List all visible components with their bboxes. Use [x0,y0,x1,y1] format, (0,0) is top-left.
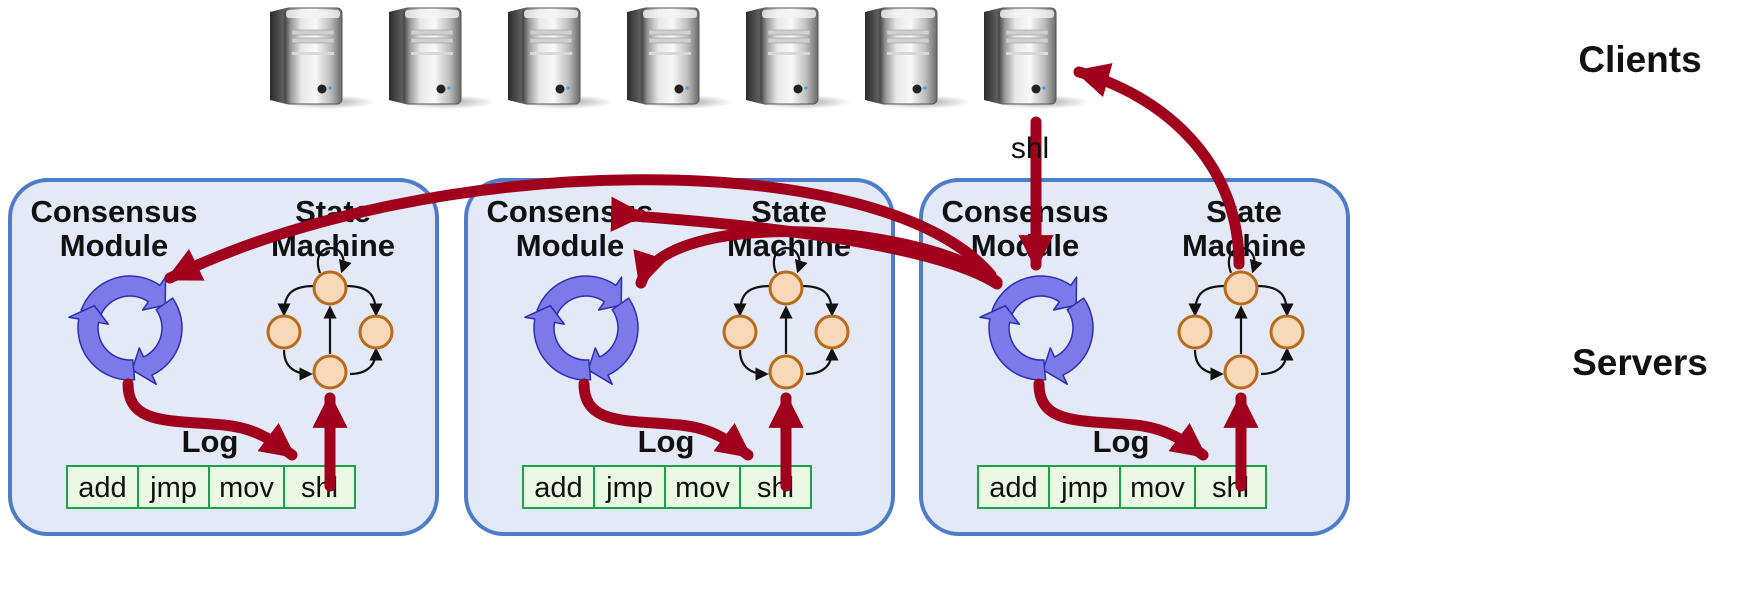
state-graph-icon [1177,247,1305,390]
log-entry: mov [664,465,741,509]
log-entry-text: mov [675,472,730,504]
state-graph-icon [266,247,394,390]
cycle-arrows-icon [524,275,639,385]
client-3 [508,7,614,109]
request-label: shl [1011,132,1049,165]
client-6 [865,7,971,109]
log-entry: jmp [137,465,210,509]
message-arrows [122,63,1259,492]
log-entry-text: jmp [149,472,197,504]
state-graph-icon [722,247,850,390]
client-2 [389,7,495,109]
log-entry: add [522,465,595,509]
server-tower-icon [270,7,376,109]
clients-label: Clients [1578,39,1701,80]
server-tower-icon [508,7,614,109]
log-entry: shl [283,465,356,509]
consensus-label: Consensus [941,194,1108,229]
log-entry: add [977,465,1050,509]
replicate-follower-2-arrow [610,196,1003,290]
server-tower-icon [389,7,495,109]
client-7 [984,7,1090,109]
log-entry: shl [1194,465,1267,509]
consensus-label: Consensus [30,194,197,229]
log-entry-text: jmp [1060,472,1108,504]
consensus-label: Module [516,228,625,263]
servers-label: Servers [1572,342,1708,383]
consensus-to-log-arrow [578,378,754,461]
log-entry-text: add [534,472,582,504]
log-entry-text: add [989,472,1037,504]
consensus-to-log-arrow [1033,378,1209,461]
client-5 [746,7,852,109]
server-tower-icon [627,7,733,109]
log-entry: add [66,465,139,509]
replicate-follower-1-arrow [164,174,997,284]
log-entry: mov [208,465,285,509]
state-machine-label: State [1206,194,1282,229]
log-entry-text: add [78,472,126,504]
cycle-arrows-icon [979,275,1094,385]
consensus-label: Module [60,228,169,263]
client-4 [627,7,733,109]
log-entry-text: jmp [605,472,653,504]
log-entry-text: mov [219,472,274,504]
log-entry: mov [1119,465,1196,509]
log-entry-text: mov [1130,472,1185,504]
clients-row [270,7,1090,109]
client-1 [270,7,376,109]
client-response-arrow [1073,63,1245,270]
log-entry: jmp [1048,465,1121,509]
server-tower-icon [746,7,852,109]
cycle-arrows-icon [68,275,183,385]
replicate-follower-2-arrow [633,226,1003,289]
log-entry: jmp [593,465,666,509]
consensus-to-log-arrow [122,378,298,461]
consensus-label: Module [971,228,1080,263]
server-tower-icon [865,7,971,109]
server-tower-icon [984,7,1090,109]
log-entry: shl [739,465,812,509]
